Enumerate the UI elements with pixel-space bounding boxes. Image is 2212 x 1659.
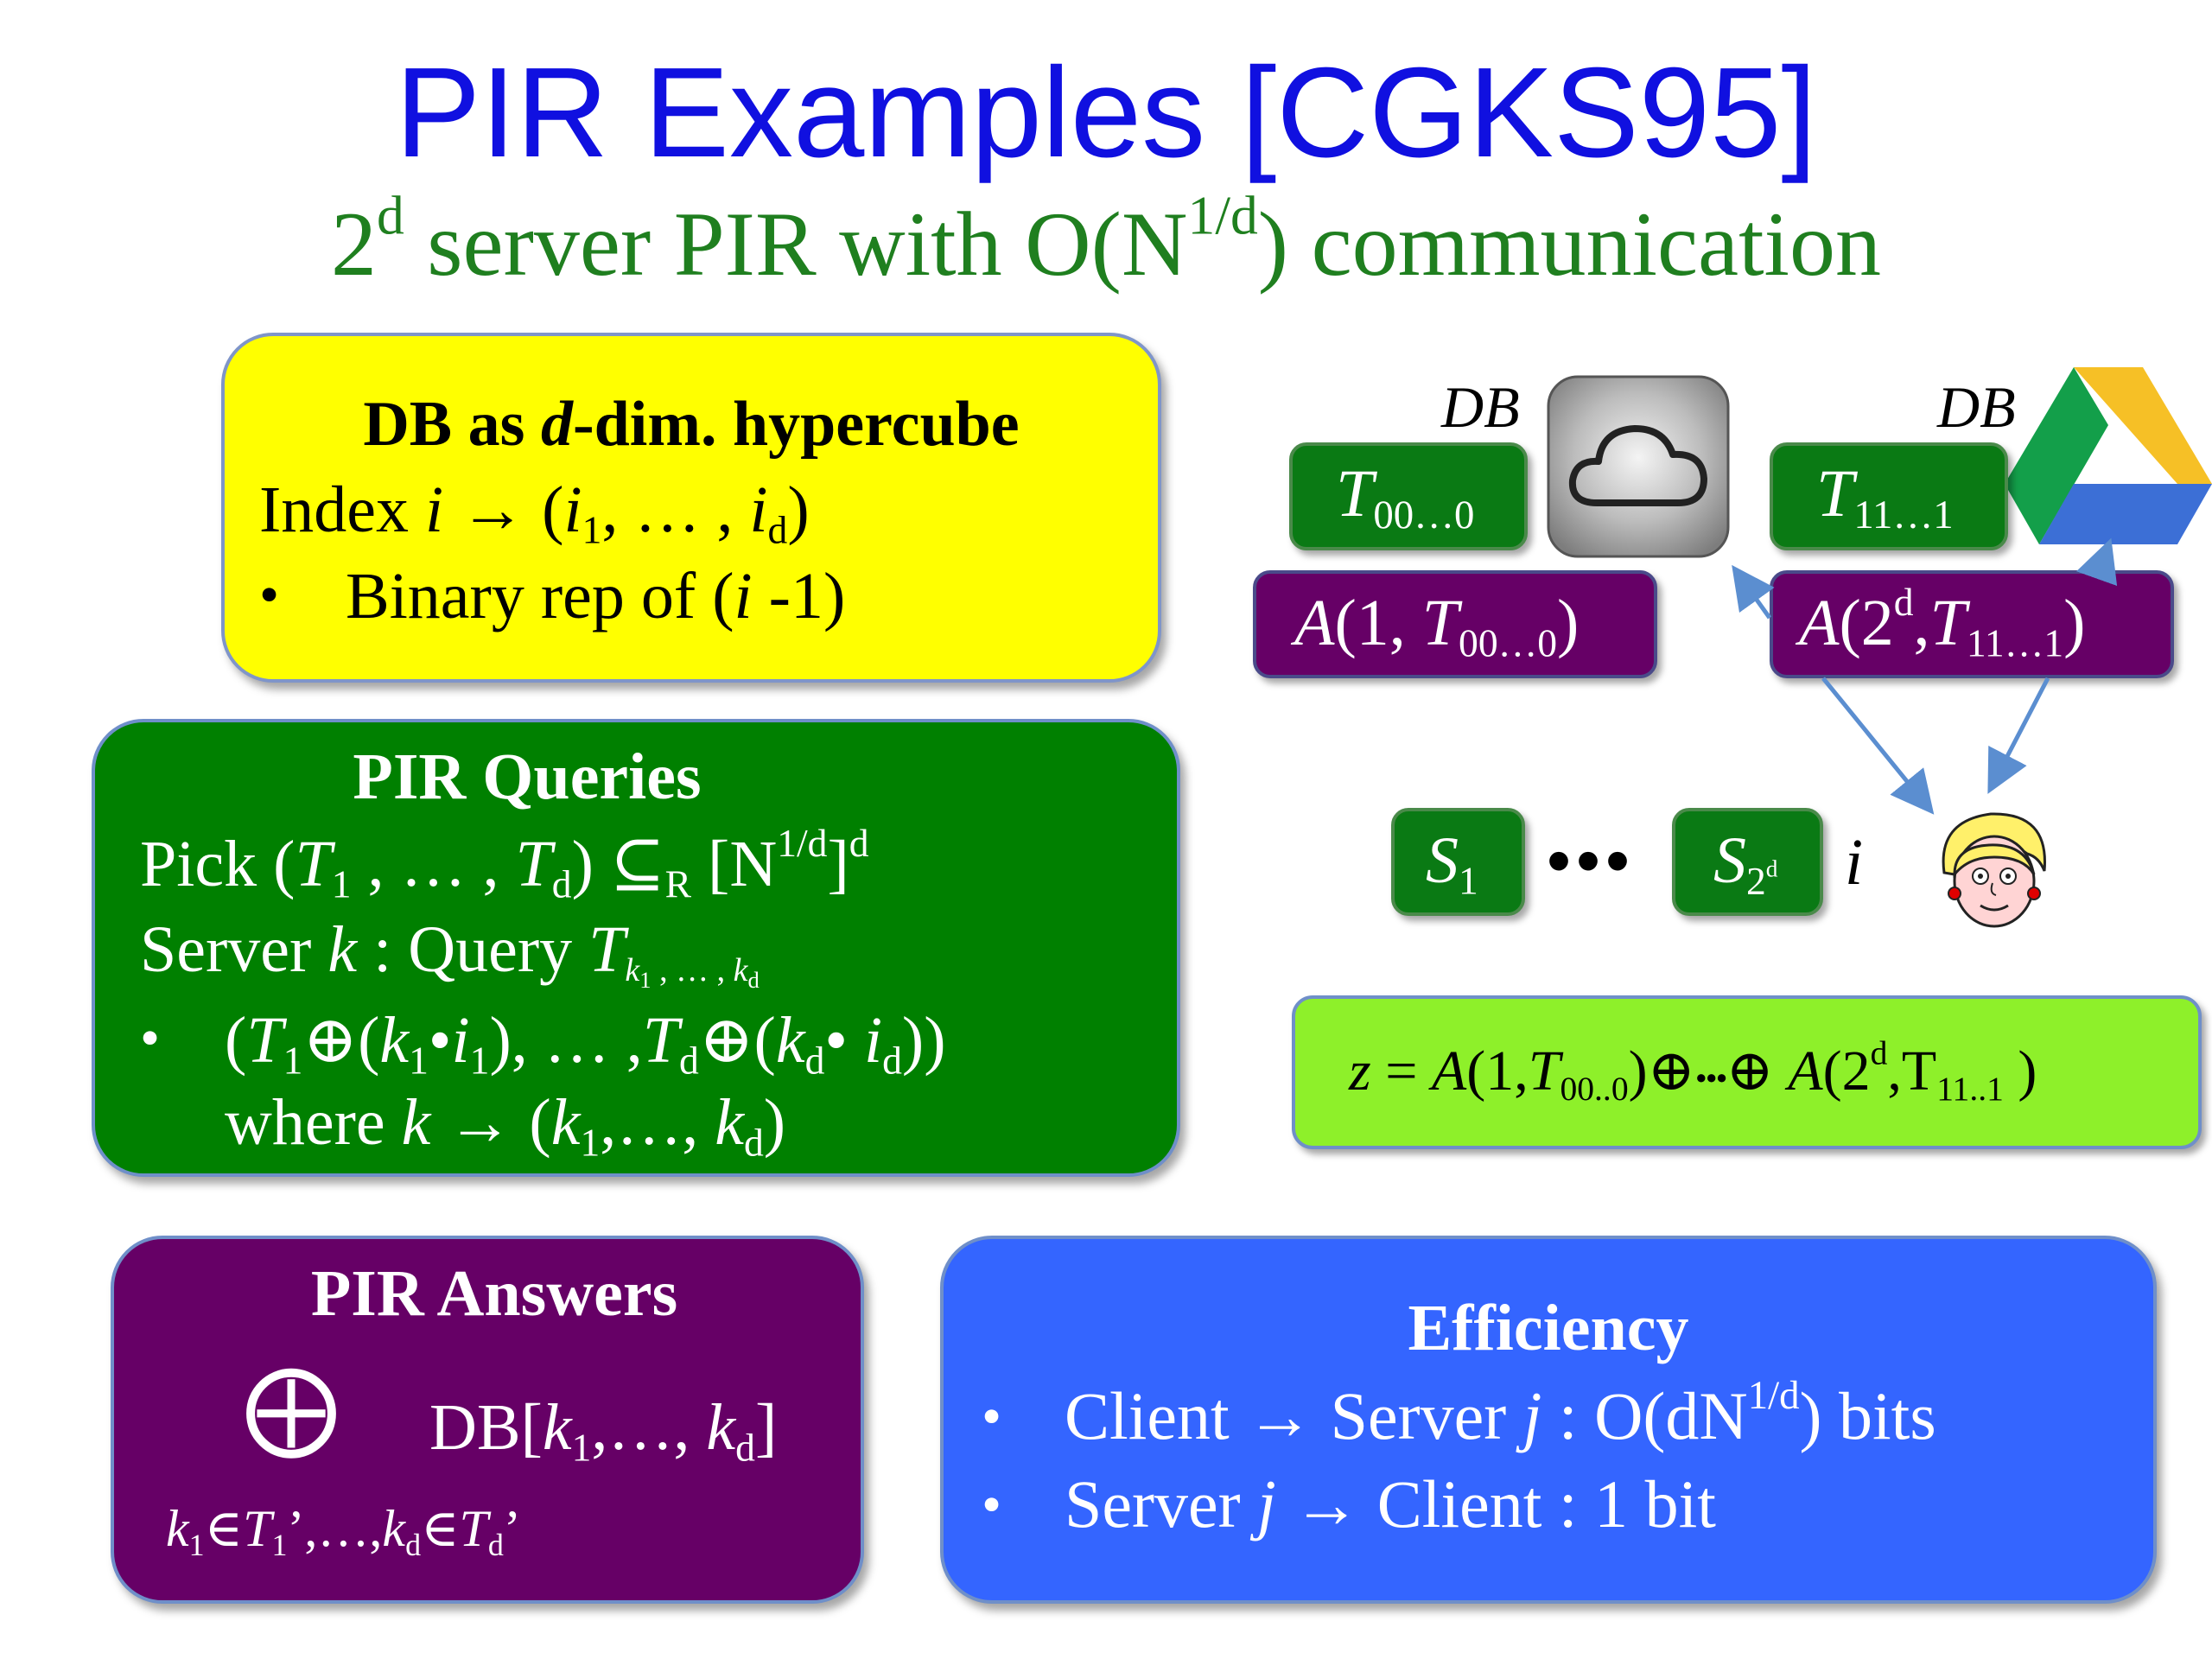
- user-avatar-icon: [1929, 804, 2058, 933]
- answer-a-last: A(2d,T11…1): [1770, 570, 2174, 678]
- google-drive-icon: [2005, 363, 2212, 549]
- arrow-answer-to-client: [1821, 677, 1935, 815]
- efficiency-heading: Efficiency: [1408, 1292, 1689, 1364]
- db-label-last: DB: [1937, 374, 2016, 440]
- bullet: •: [259, 563, 280, 626]
- xor-sum-symbol: ⨁: [244, 1355, 339, 1460]
- bullet: •: [982, 1473, 1002, 1536]
- cloud-icon: [1545, 373, 1732, 560]
- slide-title: PIR Examples [CGKS95]: [395, 41, 1817, 184]
- result-formula: z = A(1,T00..0)⊕•••⊕ A(2d,T11..1 ): [1349, 1033, 2037, 1108]
- subset-t-first: T00…0: [1289, 442, 1528, 550]
- subset-t-last: T11…1: [1770, 442, 2008, 550]
- bullet: •: [140, 1007, 161, 1070]
- arrow-client-to-answer: [1987, 677, 2050, 794]
- arrow-answer-to-drive: [2076, 537, 2118, 587]
- answer-a-first: A(1, T00…0): [1253, 570, 1657, 678]
- efficiency-box: Efficiency • Client → Server j : O(dN1/d…: [940, 1236, 2157, 1604]
- server-query: Server k : Query Tk1 , … , kd: [140, 913, 760, 994]
- server-cost: Server j → Client : 1 bit: [1065, 1466, 1716, 1541]
- db-entry: DB[k1,…, kd]: [429, 1391, 778, 1470]
- xor-query: (T1⊕(k1•i1), … ,Td⊕(kd• id)): [225, 1004, 946, 1083]
- hypercube-box: DB as d-dim. hypercube Index i → (i1, … …: [221, 333, 1161, 683]
- queries-heading: PIR Queries: [353, 741, 702, 813]
- binary-rep: Binary rep of (i -1): [346, 560, 846, 632]
- result-z-box: z = A(1,T00..0)⊕•••⊕ A(2d,T11..1 ): [1292, 995, 2202, 1149]
- arrow-answer-to-cloud: [1732, 564, 1775, 620]
- server-s-last: S2d: [1672, 808, 1823, 916]
- client-cost: Client → Server j : O(dN1/d) bits: [1065, 1372, 1936, 1453]
- pick-sets: Pick (T1 , … , Td) ⊆R [N1/d]d: [140, 820, 869, 906]
- ellipsis-dots: •••: [1547, 822, 1636, 899]
- client-index: i: [1845, 826, 1864, 899]
- hypercube-heading: DB as d-dim. hypercube: [363, 389, 1020, 460]
- where-clause: where k → (k1,…, kd): [225, 1086, 786, 1165]
- answers-heading: PIR Answers: [310, 1257, 678, 1330]
- pir-answers-box: PIR Answers ⨁ DB[k1,…, kd] k1∈T1’,…,kd∈T…: [111, 1236, 864, 1604]
- pir-queries-box: PIR Queries Pick (T1 , … , Td) ⊆R [N1/d]…: [92, 719, 1180, 1177]
- slide-subtitle: 2d server PIR with O(N1/d) communication: [330, 184, 1881, 295]
- db-label-first: DB: [1441, 374, 1520, 440]
- sum-range: k1∈T1’,…,kd∈Td’: [166, 1500, 521, 1562]
- bullet: •: [982, 1385, 1002, 1448]
- index-mapping: Index i → (i1, … , id): [259, 474, 810, 552]
- server-s-first: S1: [1391, 808, 1525, 916]
